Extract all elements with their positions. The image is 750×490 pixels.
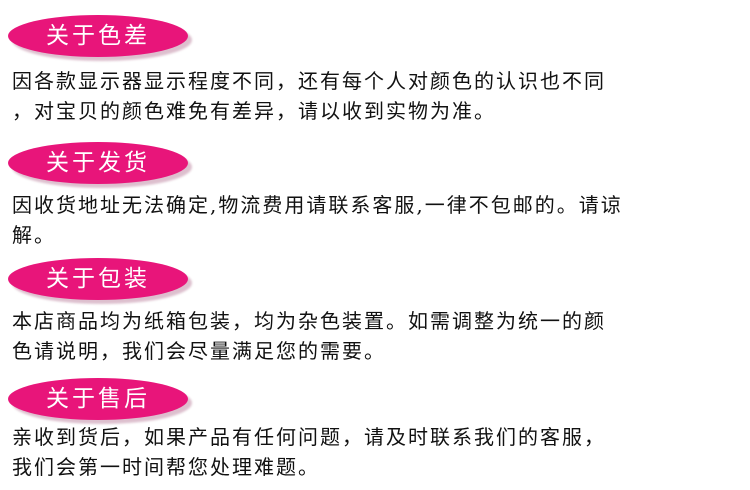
body-line: 因收货地址无法确定,物流费用请联系客服,一律不包邮的。请谅	[12, 193, 623, 217]
body-line: 因各款显示器显示程度不同，还有每个人对颜色的认识也不同	[12, 69, 606, 93]
body-line: 解。	[12, 223, 56, 247]
section-body: 因收货地址无法确定,物流费用请联系客服,一律不包邮的。请谅 解。	[12, 190, 742, 250]
section-body: 本店商品均为纸箱包装，均为杂色装置。如需调整为统一的颜 色请说明，我们会尽量满足…	[12, 306, 742, 366]
body-line: 我们会第一时间帮您处理难题。	[12, 455, 320, 479]
section-title-badge: 关于售后	[8, 378, 188, 420]
section-body: 因各款显示器显示程度不同，还有每个人对颜色的认识也不同 ，对宝贝的颜色难免有差异…	[12, 66, 742, 126]
section-body: 亲收到货后，如果产品有任何问题，请及时联系我们的客服， 我们会第一时间帮您处理难…	[12, 422, 742, 482]
body-line: ，对宝贝的颜色难免有差异，请以收到实物为准。	[12, 99, 496, 123]
section-title-badge: 关于发货	[8, 142, 188, 184]
section-title-badge: 关于包装	[8, 258, 188, 300]
body-line: 色请说明，我们会尽量满足您的需要。	[12, 339, 386, 363]
body-line: 亲收到货后，如果产品有任何问题，请及时联系我们的客服，	[12, 425, 606, 449]
body-line: 本店商品均为纸箱包装，均为杂色装置。如需调整为统一的颜	[12, 309, 606, 333]
section-title-badge: 关于色差	[8, 15, 188, 57]
